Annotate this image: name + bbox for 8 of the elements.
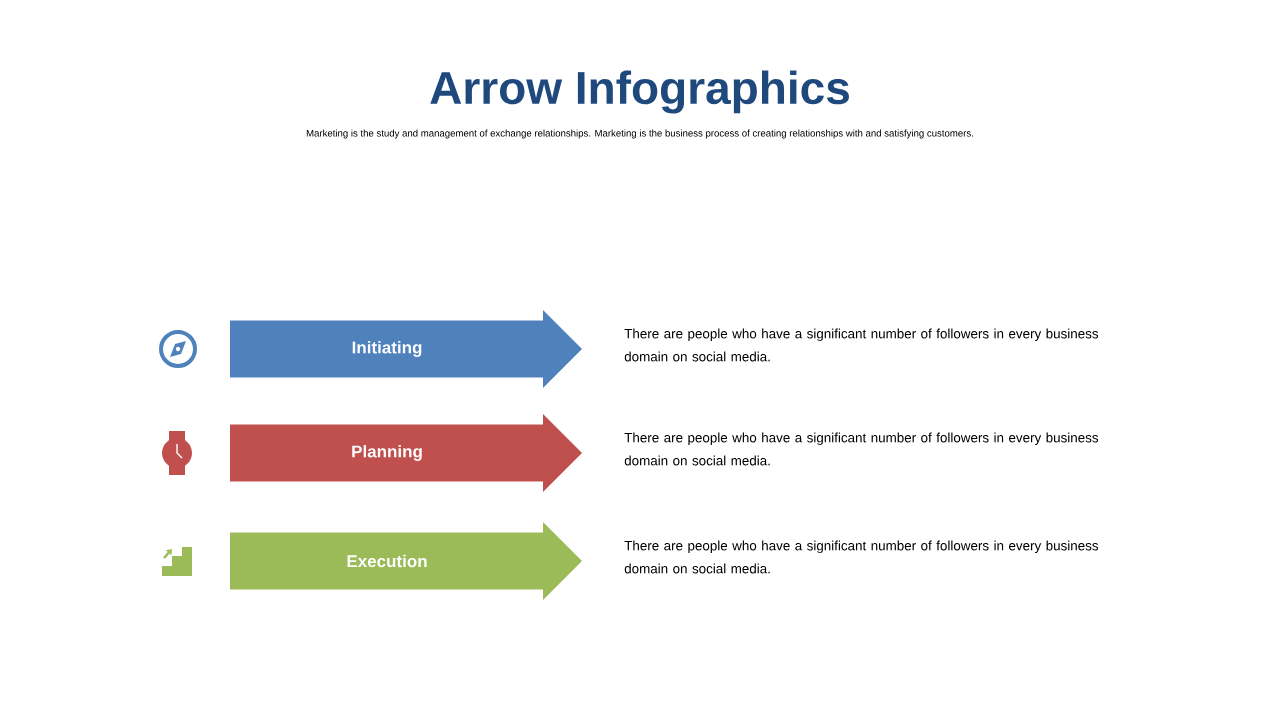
subtitle: Marketing is the study and management of exchange relationships. Marketing is the business process of creating relationships with and satisfying customers. xyxy=(306,129,973,139)
description: There are people who have a significant number of followers in every business domain on social media. xyxy=(624,328,1099,362)
arrow-box: Planning xyxy=(230,414,582,492)
arrow-box: Initiating xyxy=(230,310,582,388)
description: There are people who have a significant number of followers in every business domain on social media. xyxy=(624,540,1099,574)
title: Arrow Infographics xyxy=(430,70,849,114)
description: There are people who have a significant number of followers in every business domain on social media. xyxy=(624,432,1099,466)
arrow-box: Execution xyxy=(230,522,582,600)
